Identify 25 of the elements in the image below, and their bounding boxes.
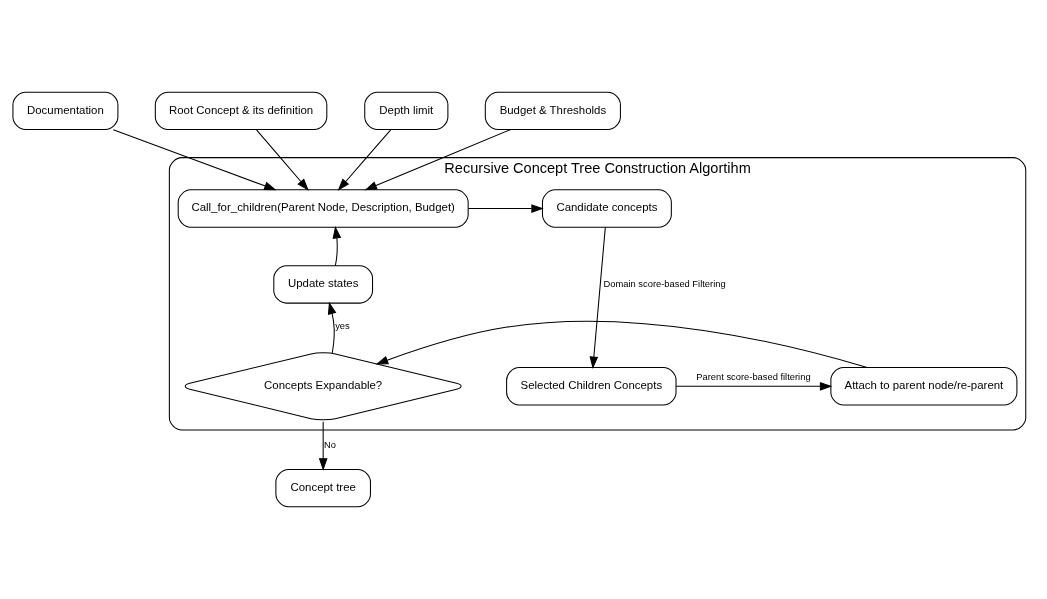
node-box: Call_for_children(Parent Node, Description, Budget) bbox=[177, 189, 469, 228]
node-box: Concept tree bbox=[275, 468, 371, 508]
node-box: Depth limit bbox=[364, 91, 449, 131]
node-box: Attach to parent node/re-parent bbox=[830, 367, 1018, 406]
arrow bbox=[318, 421, 328, 471]
arrow bbox=[327, 301, 337, 354]
arrow bbox=[675, 381, 833, 391]
node-box: Selected Children Concepts bbox=[506, 367, 677, 406]
arrow bbox=[256, 129, 309, 191]
arrow bbox=[332, 225, 342, 267]
node-box: Root Concept & its definition bbox=[154, 91, 328, 131]
arrow bbox=[589, 226, 606, 369]
arrow bbox=[467, 204, 544, 213]
edge-label: Domain score-based Filtering bbox=[603, 278, 726, 289]
edge-label: yes bbox=[335, 321, 350, 332]
node-box: Update states bbox=[273, 265, 374, 304]
node-box: Documentation bbox=[12, 91, 119, 131]
node-box: Candidate concepts bbox=[541, 189, 672, 228]
edge-label: No bbox=[323, 439, 336, 450]
arrow bbox=[375, 320, 868, 369]
edge-label: Parent score-based filtering bbox=[696, 372, 811, 383]
arrow bbox=[364, 129, 511, 191]
node-box: Budget & Thresholds bbox=[484, 91, 621, 131]
arrow bbox=[337, 129, 392, 191]
arrow bbox=[112, 129, 277, 191]
